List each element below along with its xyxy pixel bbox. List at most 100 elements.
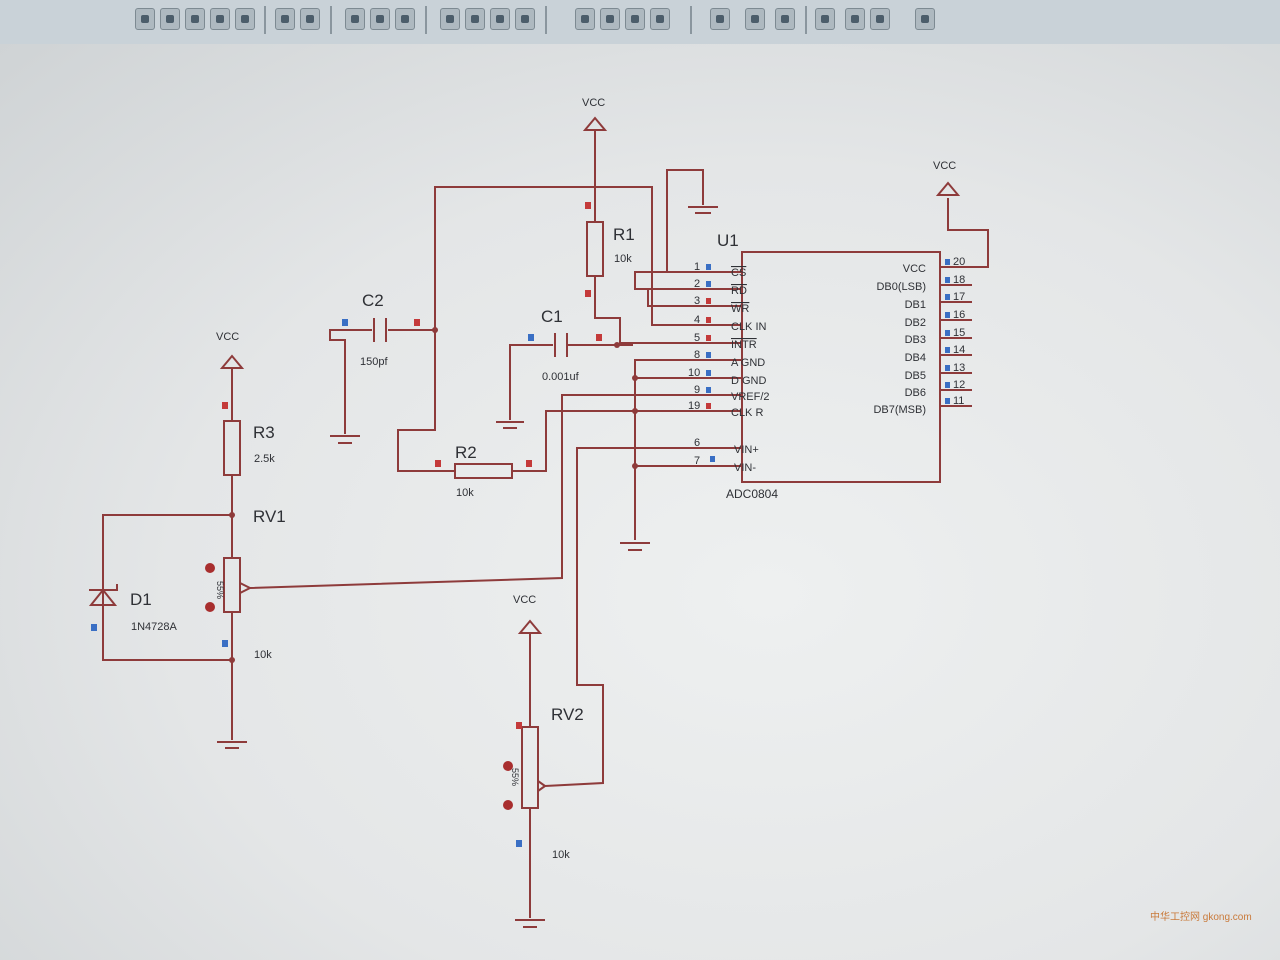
nets [102, 138, 989, 918]
u1-right-pins [940, 266, 972, 407]
r2-body [454, 463, 513, 479]
new-sheet-icon[interactable] [815, 8, 835, 30]
u1-pin-num: 19 [688, 400, 700, 412]
ground-symbol-u1[interactable] [620, 542, 650, 551]
r3-value: 2.5k [254, 453, 275, 465]
u1-pin-num: 13 [953, 362, 965, 374]
watermark-logo: 中华工控网 gkong.com [1150, 912, 1252, 923]
u1-pin-name: DB2 [905, 317, 926, 329]
zoom-all-icon[interactable] [185, 8, 205, 30]
potentiometer-rv2[interactable]: 55% RV2 10k [503, 705, 584, 861]
ground-symbol-c1[interactable] [496, 421, 524, 429]
c2-value: 150pf [360, 356, 388, 368]
vcc-terminal-rv2[interactable]: VCC [513, 594, 543, 634]
rv1-body [223, 557, 241, 613]
u1-pin-num: 1 [694, 261, 700, 273]
zoom-area-icon[interactable] [210, 8, 230, 30]
zoom-in-icon[interactable] [135, 8, 155, 30]
vcc-label: VCC [582, 97, 605, 109]
u1-pin-markers [706, 259, 950, 462]
u1-adc0804[interactable]: U1 ADC0804 1 2 3 4 5 8 10 9 19 6 7 CS R [688, 231, 972, 501]
u1-pin-num: 10 [688, 367, 700, 379]
u1-pin-num: 16 [953, 309, 965, 321]
capacitor-c2[interactable]: C2 150pf [342, 291, 420, 368]
toolbar [0, 0, 1280, 44]
u1-pin-num: 15 [953, 327, 965, 339]
u1-pin-name: DB4 [905, 352, 926, 364]
rv1-value: 10k [254, 649, 272, 661]
vcc-terminal-r3[interactable]: VCC [216, 331, 245, 369]
u1-pin-name: VIN+ [734, 444, 759, 456]
d1-part: 1N4728A [131, 621, 178, 633]
r3-body [223, 420, 241, 476]
block-rotate-icon[interactable] [490, 8, 510, 30]
rv2-body-text: 55% [510, 768, 520, 786]
bill-of-materials-icon[interactable] [915, 8, 935, 30]
ground-symbol-rv1[interactable] [217, 741, 247, 749]
junctions [229, 327, 638, 663]
u1-pin-name: DB0(LSB) [876, 281, 926, 293]
c1-ref: C1 [541, 307, 563, 326]
block-delete-icon[interactable] [515, 8, 535, 30]
netlist-icon[interactable] [870, 8, 890, 30]
u1-pin-name: DB1 [905, 299, 926, 311]
potentiometer-rv1[interactable]: 55% RV1 10k [205, 507, 286, 661]
remove-sheet-icon[interactable] [845, 8, 865, 30]
vcc-terminal-r1[interactable]: VCC [582, 97, 608, 138]
u1-pin-num: 5 [694, 332, 700, 344]
packaging-icon[interactable] [625, 8, 645, 30]
search-tag-icon[interactable] [745, 8, 765, 30]
u1-left-pins [700, 271, 742, 467]
d1-ref: D1 [130, 590, 152, 609]
u1-pin-name: DB3 [905, 334, 926, 346]
u1-pin-num: 6 [694, 437, 700, 449]
u1-pin-name: CS [731, 267, 746, 279]
schematic-canvas[interactable] [0, 44, 1280, 960]
rv2-ref: RV2 [551, 705, 584, 724]
u1-pin-num: 2 [694, 278, 700, 290]
decompose-icon[interactable] [650, 8, 670, 30]
zener-diode-d1[interactable]: D1 1N4728A [88, 584, 178, 633]
r1-value: 10k [614, 253, 632, 265]
copy-icon[interactable] [370, 8, 390, 30]
undo-icon[interactable] [275, 8, 295, 30]
zoom-fit-icon[interactable] [235, 8, 255, 30]
make-device-icon[interactable] [600, 8, 620, 30]
u1-pin-num: 18 [953, 274, 965, 286]
wire-autorouter-icon[interactable] [710, 8, 730, 30]
u1-pin-name: DB7(MSB) [873, 404, 926, 416]
ground-symbol-rv2[interactable] [515, 919, 545, 928]
rv1-body-text: 55% [215, 581, 225, 599]
zoom-out-icon[interactable] [160, 8, 180, 30]
u1-pin-num: 3 [694, 295, 700, 307]
u1-part: ADC0804 [726, 487, 778, 501]
c2-ref: C2 [362, 291, 384, 310]
u1-pin-name: VCC [903, 263, 926, 275]
property-assign-icon[interactable] [775, 8, 795, 30]
u1-pin-name: RD [731, 285, 747, 297]
u1-pin-num: 20 [953, 256, 965, 268]
capacitor-c1[interactable]: C1 0.001uf [528, 307, 602, 383]
u1-pin-num: 7 [694, 455, 700, 467]
block-copy-icon[interactable] [440, 8, 460, 30]
u1-pin-name: DB6 [905, 387, 926, 399]
u1-pin-name: CLK R [731, 407, 763, 419]
rv2-body [521, 726, 539, 809]
resistor-r2[interactable]: R2 10k [435, 443, 532, 499]
cut-icon[interactable] [345, 8, 365, 30]
vcc-label: VCC [216, 331, 239, 343]
ground-symbol-c2[interactable] [330, 435, 360, 444]
c1-value: 0.001uf [542, 371, 580, 383]
pick-device-icon[interactable] [575, 8, 595, 30]
vcc-label: VCC [933, 160, 956, 172]
r1-ref: R1 [613, 225, 635, 244]
u1-pin-num: 17 [953, 291, 965, 303]
block-move-icon[interactable] [465, 8, 485, 30]
redo-icon[interactable] [300, 8, 320, 30]
paste-icon[interactable] [395, 8, 415, 30]
resistor-r3[interactable]: R3 2.5k [222, 402, 275, 476]
resistor-r1[interactable]: R1 10k [585, 202, 635, 297]
u1-pin-num: 14 [953, 344, 965, 356]
ground-symbol-top[interactable] [688, 206, 718, 214]
vcc-terminal-u1[interactable]: VCC [933, 160, 961, 196]
